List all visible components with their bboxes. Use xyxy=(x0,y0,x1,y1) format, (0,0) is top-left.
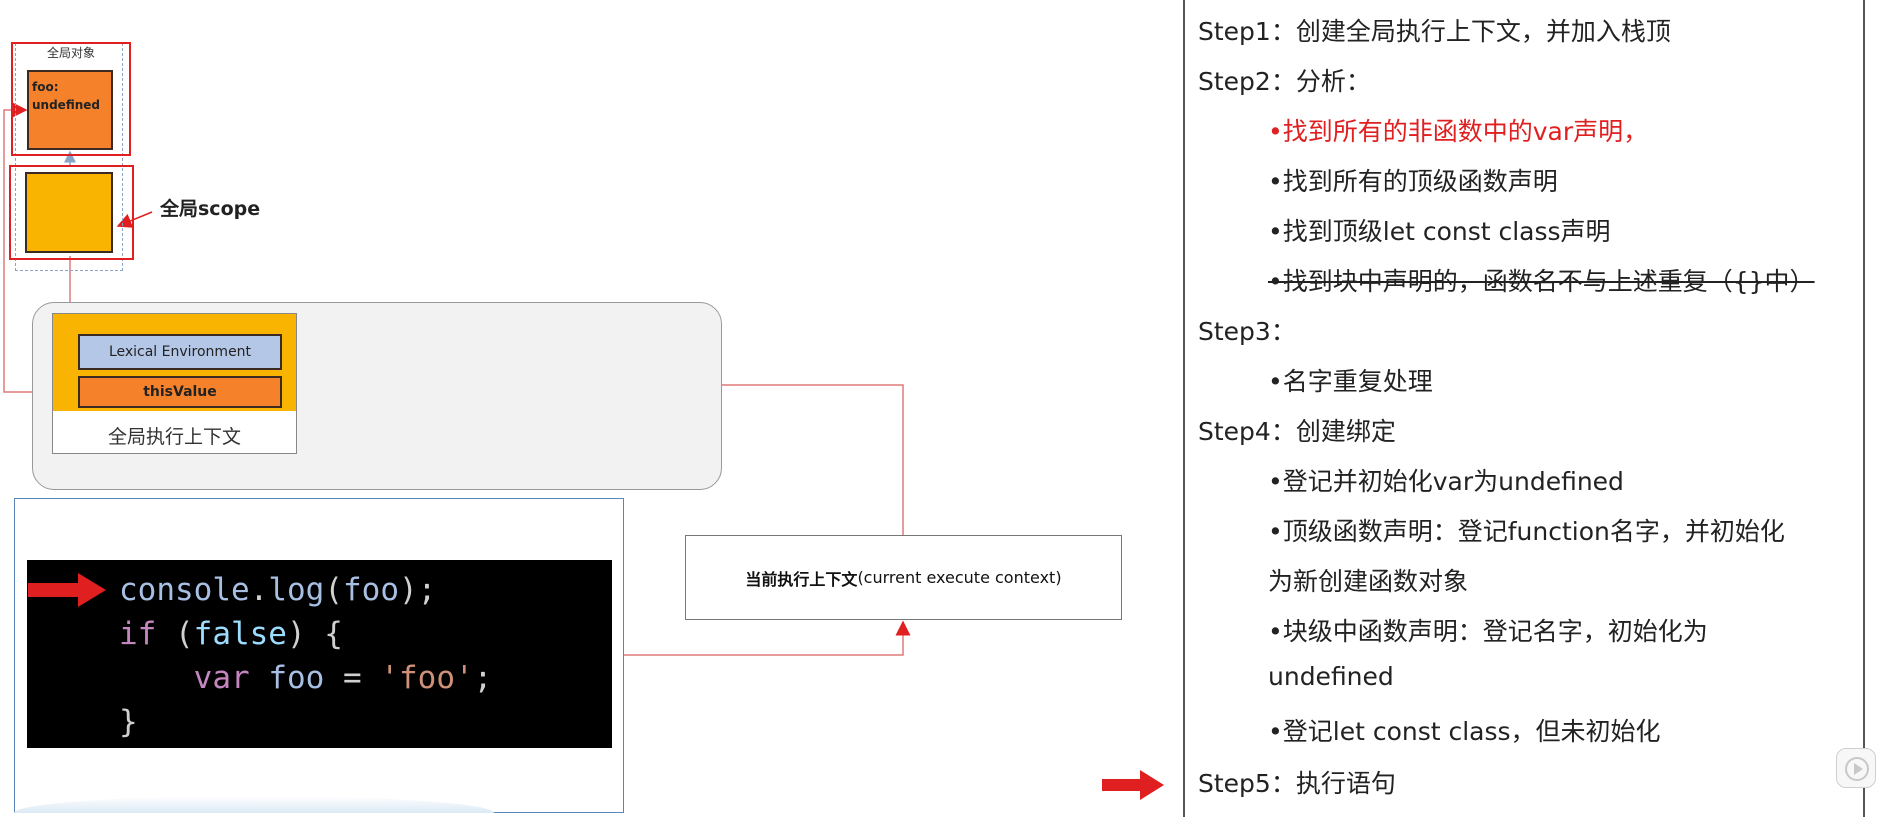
global-object-frame xyxy=(11,42,131,156)
code-token: ( xyxy=(156,616,194,652)
code-token: var xyxy=(193,660,250,696)
global-scope-label: 全局scope xyxy=(160,198,261,220)
global-scope-box xyxy=(25,172,113,253)
code-lines: console.log(foo);if (false) { var foo = … xyxy=(119,568,492,744)
step-4-item-2-cont: 为新创建函数对象 xyxy=(1268,567,1469,596)
current-context-label: 当前执行上下文 xyxy=(745,569,858,589)
code-token: } xyxy=(119,704,138,740)
code-token: ( xyxy=(324,572,343,608)
steps-panel xyxy=(1183,0,1865,817)
step-3: Step3： xyxy=(1198,317,1296,346)
panel-wave-decoration xyxy=(14,796,494,813)
foo-binding-box: foo: undefined xyxy=(27,70,113,150)
step-2: Step2：分析： xyxy=(1198,67,1371,96)
code-to-current-line xyxy=(624,620,911,656)
foo-entry: foo: xyxy=(32,80,59,94)
code-line: console.log(foo); xyxy=(119,568,492,612)
code-token: . xyxy=(249,572,269,608)
code-token: log xyxy=(268,572,325,608)
code-line: var foo = 'foo'; xyxy=(119,656,493,700)
code-token xyxy=(250,660,269,696)
code-token: false xyxy=(193,616,287,652)
code-line: } xyxy=(119,700,492,744)
code-token: = xyxy=(324,660,381,696)
code-token: foo xyxy=(343,572,399,608)
code-token: console xyxy=(119,572,250,608)
play-icon xyxy=(1845,757,1869,781)
global-object-title: 全局对象 xyxy=(46,46,95,60)
step-4: Step4：创建绑定 xyxy=(1198,417,1396,446)
global-execution-context: Lexical Environment thisValue 全局执行上下文 xyxy=(52,313,297,454)
lexical-environment-slot: Lexical Environment xyxy=(78,334,282,370)
step-5: Step5：执行语句 xyxy=(1198,769,1396,798)
code-token xyxy=(119,660,194,696)
code-line: if (false) { xyxy=(119,612,492,656)
step-2-item-1: •找到所有的非函数中的var声明， xyxy=(1268,117,1649,146)
this-value-slot: thisValue xyxy=(78,376,282,408)
code-token: foo xyxy=(268,660,325,696)
code-token: ; xyxy=(473,660,493,696)
code-token: if xyxy=(119,616,157,652)
foo-value: undefined xyxy=(32,98,100,112)
step-4-item-1: •登记并初始化var为undefined xyxy=(1268,467,1624,496)
code-token: ) { xyxy=(286,616,343,652)
step-4-item-4: •登记let const class，但未初始化 xyxy=(1268,717,1661,746)
code-token: ); xyxy=(399,572,437,608)
step-4-item-3-cont: undefined xyxy=(1268,662,1394,691)
global-context-label: 全局执行上下文 xyxy=(107,426,241,448)
scope-label-arrow xyxy=(116,211,153,228)
current-step-arrow-icon xyxy=(1102,770,1164,800)
play-button[interactable] xyxy=(1836,748,1876,788)
step-1: Step1：创建全局执行上下文，并加入栈顶 xyxy=(1198,17,1671,46)
step-4-item-3: •块级中函数声明：登记名字，初始化为 xyxy=(1268,617,1708,646)
step-3-item-1: •名字重复处理 xyxy=(1268,367,1433,396)
current-execute-context-box: 当前执行上下文(current execute context) xyxy=(685,535,1122,620)
global-scope-frame xyxy=(9,165,134,260)
current-context-label-en: (current execute context) xyxy=(857,568,1062,587)
step-2-item-2: •找到所有的顶级函数声明 xyxy=(1268,167,1558,196)
code-editor: console.log(foo);if (false) { var foo = … xyxy=(27,560,612,748)
step-2-item-4: •找到块中声明的，函数名不与上述重复（{}中） xyxy=(1268,267,1815,296)
step-4-item-2: •顶级函数声明：登记function名字，并初始化 xyxy=(1268,517,1785,546)
current-line-arrow-icon xyxy=(28,573,106,607)
step-2-item-3: •找到顶级let const class声明 xyxy=(1268,217,1611,246)
code-token: 'foo' xyxy=(380,660,474,696)
